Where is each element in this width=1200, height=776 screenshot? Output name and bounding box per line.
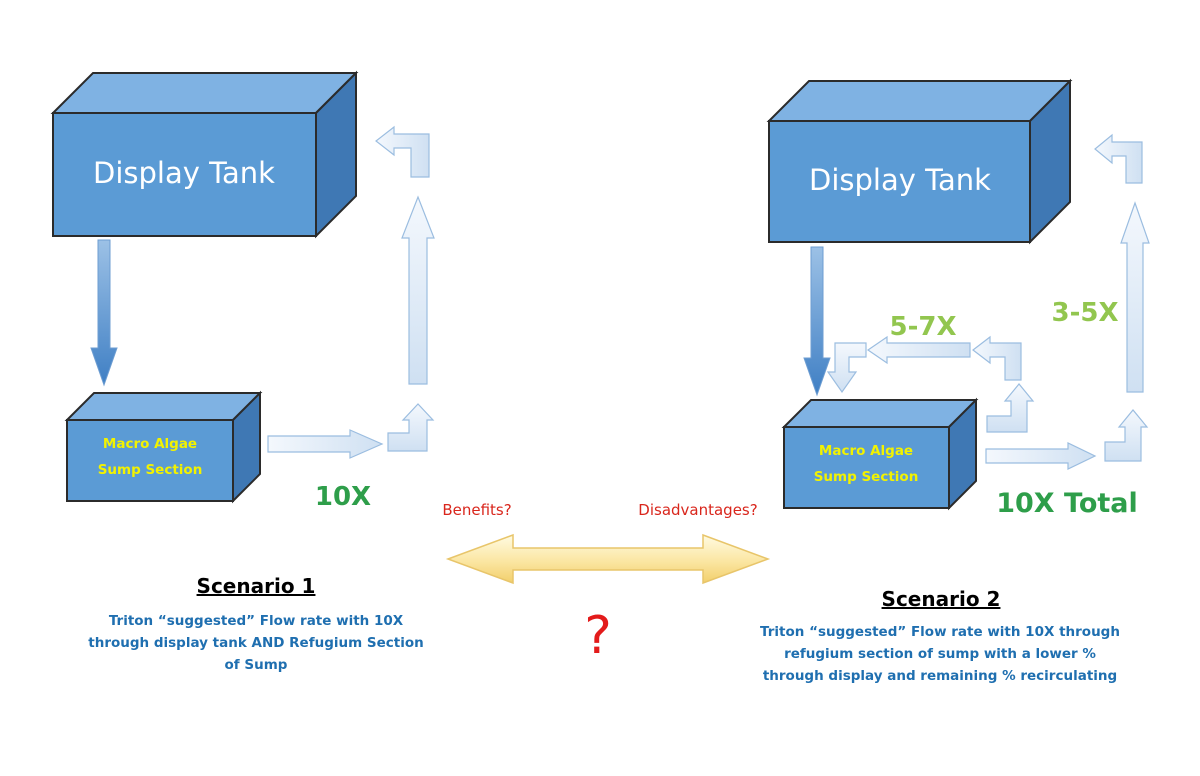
scenario2-sump-line1: Macro Algae xyxy=(819,443,913,459)
question-mark: ? xyxy=(584,606,612,666)
scenario1-caption-line1: Triton “suggested” Flow rate with 10X xyxy=(108,613,404,629)
scenario1-tank-label: Display Tank xyxy=(93,156,275,190)
scenario2-recirc-label: 5-7X xyxy=(889,312,956,342)
benefits-label: Benefits? xyxy=(442,501,511,519)
scenario1-title: Scenario 1 xyxy=(196,574,316,598)
scenario1-down-arrow xyxy=(90,239,118,387)
scenario2-return-arrow-elbow xyxy=(1104,409,1149,462)
disadvantages-label: Disadvantages? xyxy=(638,501,757,519)
scenario2-total-label: 10X Total xyxy=(996,488,1138,519)
scenario2-tank-label: Display Tank xyxy=(809,163,991,197)
scenario1-return-arrow-elbow xyxy=(387,403,435,452)
scenario2-caption: Triton “suggested” Flow rate with 10X th… xyxy=(740,621,1140,687)
scenario2-title: Scenario 2 xyxy=(881,587,1001,611)
scenario1-caption: Triton “suggested” Flow rate with 10X th… xyxy=(66,610,446,676)
scenario2-recirc-top-elbow xyxy=(972,335,1022,381)
scenario2-caption-line2: refugium section of sump with a lower % xyxy=(784,646,1096,662)
scenario1-return-arrow-top xyxy=(375,125,430,178)
scenario1-sump-line2: Sump Section xyxy=(98,462,203,478)
scenario2-display-tank: Display Tank xyxy=(766,78,1073,245)
scenario2-recirc-down-elbow xyxy=(826,342,867,394)
scenario1-sump-line1: Macro Algae xyxy=(103,436,197,452)
scenario2-sump-line2: Sump Section xyxy=(814,469,919,485)
scenario2-caption-line3: through display and remaining % recircul… xyxy=(762,668,1118,684)
scenario2-up-arrow xyxy=(1120,201,1150,393)
scenario2-return-arrow-right xyxy=(985,442,1097,470)
scenario1-display-tank: Display Tank xyxy=(50,70,359,239)
scenario2-down-arrow xyxy=(803,246,831,397)
scenario1-caption-line3: of Sump xyxy=(224,657,288,673)
scenario1-up-arrow xyxy=(401,195,435,385)
scenario2-recirc-up-arrow xyxy=(986,383,1035,433)
scenario1-sump: Macro Algae Sump Section xyxy=(64,390,263,504)
scenario2-sump: Macro Algae Sump Section xyxy=(781,397,979,511)
scenario2-display-flow-label: 3-5X xyxy=(1051,298,1118,328)
scenario1-flow-label: 10X xyxy=(315,482,371,512)
scenario2-recirc-left-arrow xyxy=(866,335,971,365)
scenario2-return-arrow-top xyxy=(1094,133,1143,184)
scenario1-return-arrow-right xyxy=(267,429,384,459)
scenario1-caption-line2: through display tank AND Refugium Sectio… xyxy=(88,635,424,651)
scenario2-caption-line1: Triton “suggested” Flow rate with 10X th… xyxy=(760,624,1120,640)
comparison-double-arrow xyxy=(445,533,771,585)
